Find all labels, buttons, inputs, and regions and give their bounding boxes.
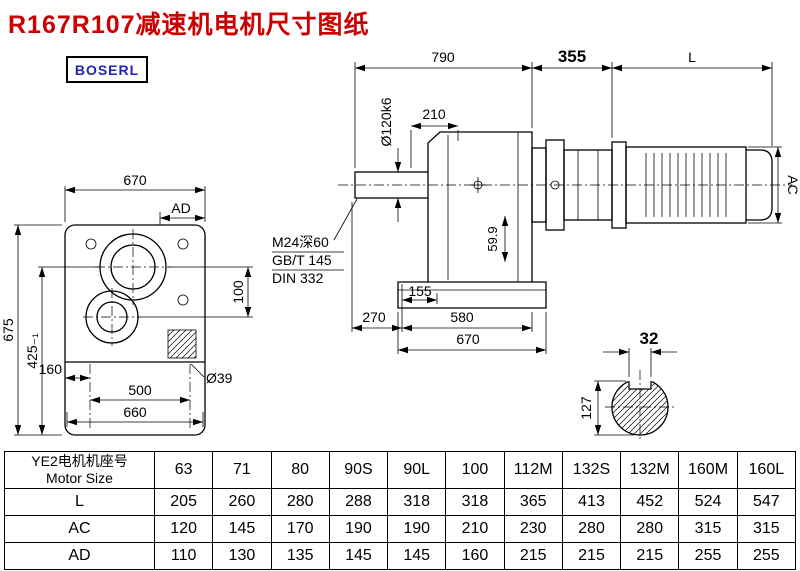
side-view-adapter	[531, 139, 613, 231]
label-shaft-diameter: Ø120k6	[378, 97, 394, 146]
table-row-AD: AD 110 130 135 145 145 160 215 215 215 2…	[4, 542, 797, 570]
row-label-AD: AD	[4, 542, 155, 570]
cell-AC-71: 145	[212, 515, 272, 543]
cell-L-80: 280	[270, 488, 330, 516]
shaft-section-view: 32 127	[578, 329, 677, 442]
side-view-dimensions: 790 355 L Ø120k6 210 M24深60 GB/T 145 DIN…	[272, 47, 800, 354]
dim-section-127: 127	[578, 396, 594, 420]
cell-AD-160l: 255	[736, 542, 797, 570]
cell-AD-90l: 145	[387, 542, 447, 570]
front-view-body	[64, 224, 206, 436]
dim-front-160: 160	[39, 361, 63, 377]
motor-size-header: YE2电机机座号 Motor Size	[4, 451, 155, 489]
dim-section-32: 32	[640, 329, 659, 348]
dim-side-ac: AC	[785, 175, 800, 194]
col-header-132m: 132M	[620, 451, 680, 489]
cell-AC-160l: 315	[736, 515, 797, 543]
dim-side-790: 790	[431, 49, 455, 65]
motor-size-label-cn: YE2电机机座号	[31, 453, 128, 470]
row-label-L: L	[4, 488, 155, 516]
col-header-132s: 132S	[561, 451, 622, 489]
side-view-housing	[397, 131, 547, 309]
motor-size-table: YE2电机机座号 Motor Size 63 71 80 90S 90L 100…	[4, 451, 797, 570]
table-header-row: YE2电机机座号 Motor Size 63 71 80 90S 90L 100…	[4, 451, 797, 489]
cell-AD-71: 130	[212, 542, 272, 570]
cell-L-63: 205	[153, 488, 214, 516]
dim-front-660: 660	[123, 404, 147, 420]
cell-L-90l: 318	[387, 488, 447, 516]
side-view-shaft	[354, 171, 429, 199]
dim-side-355: 355	[558, 47, 586, 66]
cell-L-132m: 452	[620, 488, 680, 516]
brand-logo: BOSERL	[66, 56, 148, 83]
cell-L-160l: 547	[736, 488, 797, 516]
cell-AD-90s: 145	[328, 542, 389, 570]
side-view-motor	[611, 141, 773, 229]
row-label-AC: AC	[4, 515, 155, 543]
dim-front-675: 675	[0, 318, 16, 342]
dim-side-210: 210	[422, 106, 446, 122]
cell-L-160m: 524	[678, 488, 738, 516]
dim-side-580: 580	[450, 309, 474, 325]
col-header-71: 71	[212, 451, 272, 489]
dim-front-100: 100	[230, 280, 246, 304]
side-view: 790 355 L Ø120k6 210 M24深60 GB/T 145 DIN…	[272, 47, 800, 354]
dim-front-ad: AD	[171, 200, 190, 216]
cell-AD-100: 160	[445, 542, 505, 570]
col-header-160m: 160M	[678, 451, 738, 489]
cell-AC-100: 210	[445, 515, 505, 543]
motor-fan-cowl	[746, 149, 773, 221]
cell-AC-132m: 280	[620, 515, 680, 543]
col-header-160l: 160L	[736, 451, 797, 489]
cell-L-112m: 365	[503, 488, 563, 516]
cell-AC-160m: 315	[678, 515, 738, 543]
col-header-112m: 112M	[503, 451, 563, 489]
cell-L-71: 260	[212, 488, 272, 516]
col-header-90l: 90L	[387, 451, 447, 489]
cell-L-90s: 288	[328, 488, 389, 516]
cell-AC-90s: 190	[328, 515, 389, 543]
label-front-dia39: Ø39	[206, 370, 233, 386]
cell-AC-112m: 230	[503, 515, 563, 543]
technical-drawing: 670 AD 675 425₋₁ 100 160 500	[0, 47, 800, 442]
table-row-L: L 205 260 280 288 318 318 365 413 452 52…	[4, 488, 797, 516]
dim-front-500: 500	[128, 382, 152, 398]
page-title: R167R107减速机电机尺寸图纸	[8, 11, 370, 39]
motor-cooling-fins	[645, 153, 727, 217]
dim-front-425: 425₋₁	[24, 333, 40, 369]
dim-side-L: L	[688, 49, 696, 65]
cell-AC-63: 120	[153, 515, 214, 543]
note-thread-din: DIN 332	[272, 270, 324, 286]
col-header-80: 80	[270, 451, 330, 489]
note-thread-gb: GB/T 145	[272, 252, 332, 268]
cell-AD-132s: 215	[561, 542, 622, 570]
cell-AD-80: 135	[270, 542, 330, 570]
cell-AD-132m: 215	[620, 542, 680, 570]
motor-size-label-en: Motor Size	[46, 470, 113, 486]
cell-AD-160m: 255	[678, 542, 738, 570]
cell-AC-132s: 280	[561, 515, 622, 543]
dim-side-670: 670	[456, 331, 480, 347]
cell-L-132s: 413	[561, 488, 622, 516]
note-thread-m24: M24深60	[272, 234, 329, 250]
cell-L-100: 318	[445, 488, 505, 516]
cell-AD-112m: 215	[503, 542, 563, 570]
col-header-63: 63	[153, 451, 214, 489]
dim-side-270: 270	[362, 309, 386, 325]
cell-AC-80: 170	[270, 515, 330, 543]
dim-front-670-top: 670	[123, 172, 147, 188]
col-header-100: 100	[445, 451, 505, 489]
cell-AD-63: 110	[153, 542, 214, 570]
dim-side-59-9: 59.9	[485, 226, 500, 251]
cell-AC-90l: 190	[387, 515, 447, 543]
table-row-AC: AC 120 145 170 190 190 210 230 280 280 3…	[4, 515, 797, 543]
col-header-90s: 90S	[328, 451, 389, 489]
front-view: 670 AD 675 425₋₁ 100 160 500	[0, 172, 253, 436]
front-view-dimensions: 670 AD 675 425₋₁ 100 160 500	[0, 172, 253, 436]
dim-side-155: 155	[408, 283, 432, 299]
